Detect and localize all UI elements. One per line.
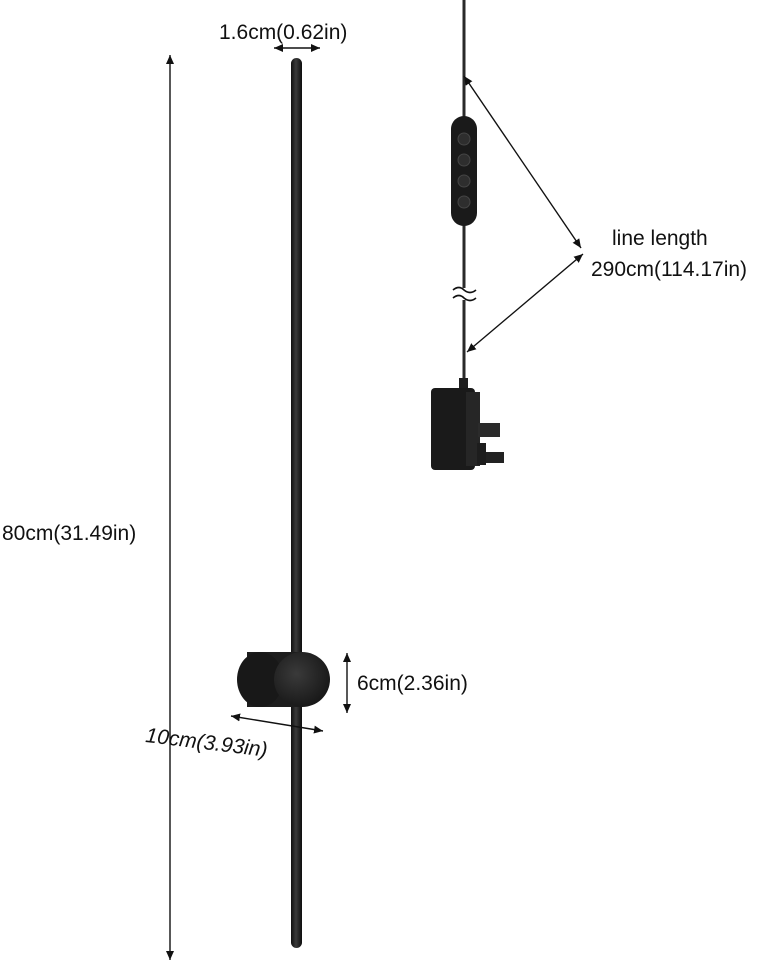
mount-height-label: 6cm(2.36in) [357, 672, 468, 695]
cable-break-icon [452, 286, 477, 302]
mount-depth-arrow [230, 713, 324, 734]
line-length-arrow-lower [466, 253, 584, 353]
line-length-value: 290cm(114.17in) [591, 258, 748, 281]
wall-mount-icon [237, 652, 330, 707]
line-length-title: line length [612, 227, 708, 250]
lamp-bar-icon [291, 58, 302, 948]
bar-width-label: 1.6cm(0.62in) [219, 21, 348, 44]
line-length-arrow-upper [463, 75, 582, 249]
dimmer-switch-icon [451, 116, 477, 226]
bar-length-label: 80cm(31.49in) [2, 522, 137, 545]
power-adapter-icon [431, 378, 504, 470]
